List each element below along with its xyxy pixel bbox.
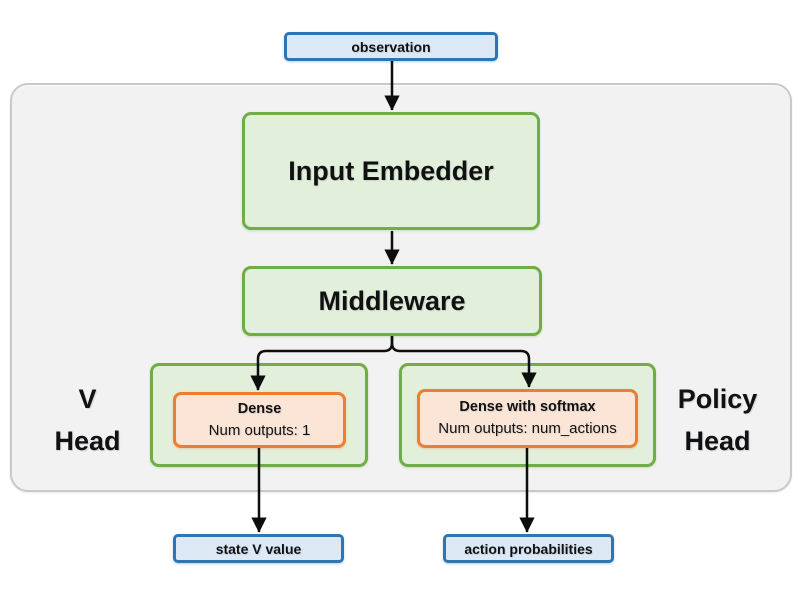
label-v-head-line1: V xyxy=(78,384,97,414)
node-v-dense: Dense Num outputs: 1 xyxy=(173,392,346,448)
node-v-dense-title: Dense xyxy=(237,400,282,417)
node-state-v-value: state V value xyxy=(173,534,344,563)
node-v-dense-subtitle: Num outputs: 1 xyxy=(208,421,311,439)
label-v-head: V Head xyxy=(30,378,145,462)
node-action-probabilities-label: action probabilities xyxy=(464,540,593,557)
node-middleware-label: Middleware xyxy=(318,285,466,316)
node-policy-dense: Dense with softmax Num outputs: num_acti… xyxy=(417,389,638,448)
label-policy-head: Policy Head xyxy=(660,378,775,462)
node-action-probabilities: action probabilities xyxy=(443,534,614,563)
node-observation: observation xyxy=(284,32,498,61)
label-policy-head-line1: Policy xyxy=(677,384,758,414)
node-middleware: Middleware xyxy=(242,266,542,336)
node-policy-dense-subtitle: Num outputs: num_actions xyxy=(438,420,617,438)
node-observation-label: observation xyxy=(351,38,431,55)
node-state-v-value-label: state V value xyxy=(215,540,302,557)
node-input-embedder: Input Embedder xyxy=(242,112,540,230)
label-v-head-line2: Head xyxy=(54,426,121,456)
node-input-embedder-label: Input Embedder xyxy=(288,155,494,186)
node-policy-dense-title: Dense with softmax xyxy=(459,399,596,416)
label-policy-head-line2: Head xyxy=(684,426,751,456)
